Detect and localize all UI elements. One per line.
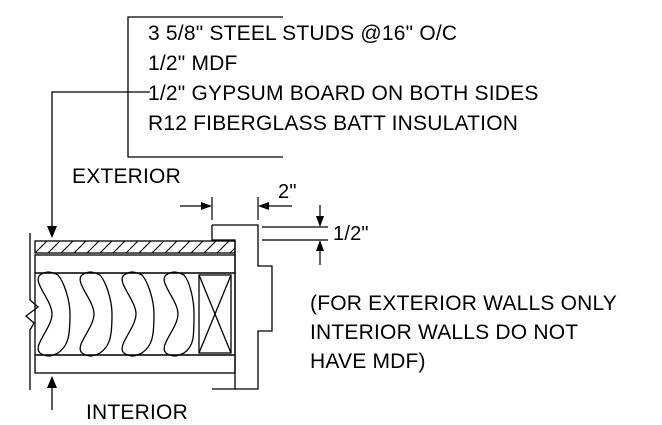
dim-2in-arrow-left: [201, 202, 212, 210]
dimension-2in-label: 2": [278, 181, 297, 203]
dim-half-in-arrow-bottom: [316, 240, 324, 251]
mdf-hatch: [35, 241, 235, 253]
stud-cavity: [34, 272, 236, 356]
dim-2in-arrow-right: [258, 202, 269, 210]
interior-label: INTERIOR: [86, 401, 188, 424]
spec-note-gypsum: 1/2" GYPSUM BOARD ON BOTH SIDES: [148, 82, 539, 105]
wall-assembly: [34, 224, 273, 390]
spec-leader: [51, 16, 283, 236]
dim-half-in-arrow-top: [316, 216, 324, 227]
mdf-layer: [34, 240, 236, 254]
spec-note-mdf: 1/2" MDF: [148, 52, 238, 75]
spec-note-insulation: R12 FIBERGLASS BATT INSULATION: [148, 112, 519, 135]
end-trim: [211, 225, 236, 390]
spec-note-studs: 3 5/8" STEEL STUDS @16" O/C: [148, 22, 458, 45]
gypsum-board-interior: [34, 354, 236, 374]
interior-leader-arrowhead: [47, 376, 57, 388]
dimension-half-in: [262, 205, 328, 265]
end-trim-outline: [212, 224, 273, 390]
exterior-label: EXTERIOR: [72, 165, 181, 188]
spec-leader-arrowhead: [47, 226, 57, 238]
gypsum-board-exterior: [34, 254, 236, 274]
note-line-1: (FOR EXTERIOR WALLS ONLY: [310, 292, 618, 315]
break-line: [24, 233, 40, 390]
dimension-half-in-label: 1/2": [333, 223, 369, 245]
dimension-2in: [180, 197, 292, 220]
batt-insulation: [37, 271, 195, 357]
steel-stud: [198, 274, 232, 354]
note-line-3: HAVE MDF): [310, 350, 426, 373]
note-line-2: INTERIOR WALLS DO NOT: [310, 321, 579, 344]
